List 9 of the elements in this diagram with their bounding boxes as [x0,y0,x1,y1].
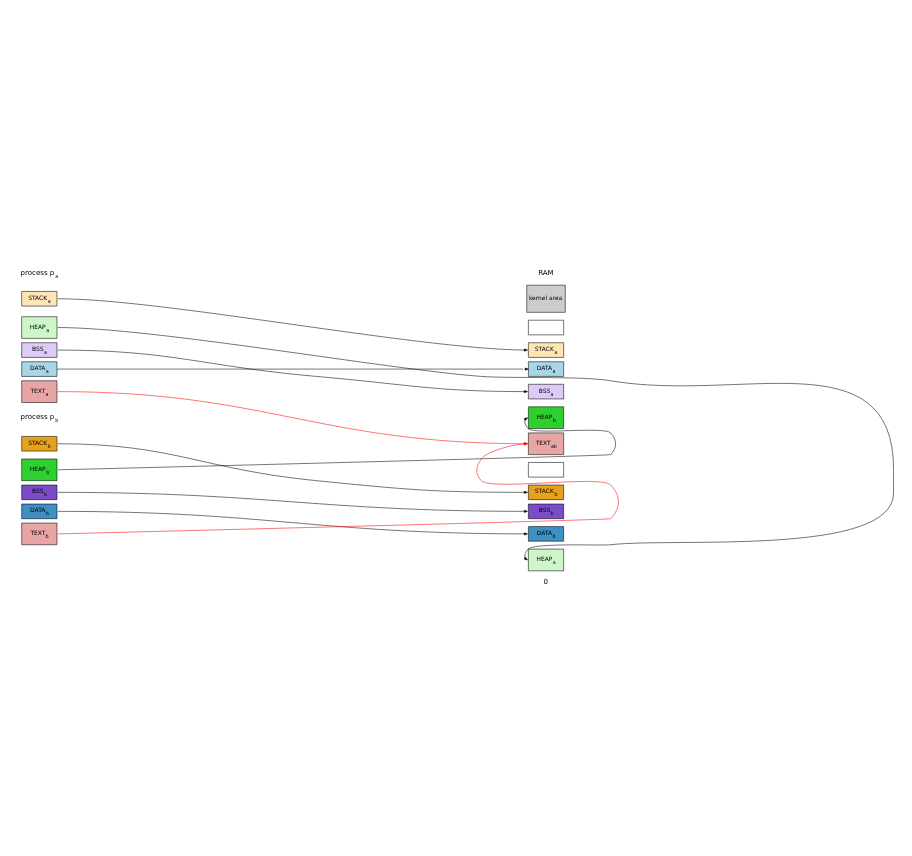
arrow [57,349,528,393]
arrow [57,417,616,471]
arrow [57,327,894,561]
arrow [57,511,528,536]
arrow [57,298,528,352]
arrow [56,367,529,371]
arrow [57,492,528,513]
node-box [528,462,564,478]
node-box [528,319,564,336]
